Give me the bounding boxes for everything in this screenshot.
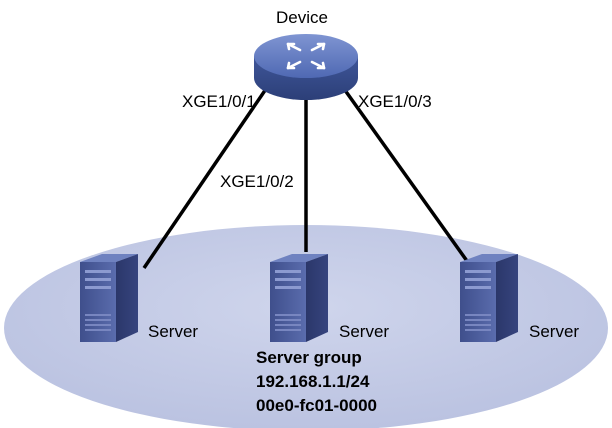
server-group-mac: 00e0-fc01-0000 bbox=[256, 396, 377, 415]
server-1-icon bbox=[80, 254, 138, 342]
port-label-xge1-0-3: XGE1/0/3 bbox=[358, 92, 432, 111]
port-label-xge1-0-2: XGE1/0/2 bbox=[220, 172, 294, 191]
port-label-xge1-0-1: XGE1/0/1 bbox=[182, 92, 256, 111]
server-3-icon bbox=[460, 254, 518, 342]
link-xge1-0-3 bbox=[340, 84, 474, 270]
server-3-label: Server bbox=[529, 322, 580, 341]
device-label: Device bbox=[276, 8, 328, 27]
server-group-title: Server group bbox=[256, 348, 362, 367]
server-2-label: Server bbox=[339, 322, 390, 341]
server-group-ip: 192.168.1.1/24 bbox=[256, 372, 370, 391]
server-2-icon bbox=[270, 254, 328, 342]
link-xge1-0-1 bbox=[142, 85, 270, 269]
server-1-label: Server bbox=[148, 322, 199, 341]
device-switch-icon bbox=[254, 34, 358, 100]
